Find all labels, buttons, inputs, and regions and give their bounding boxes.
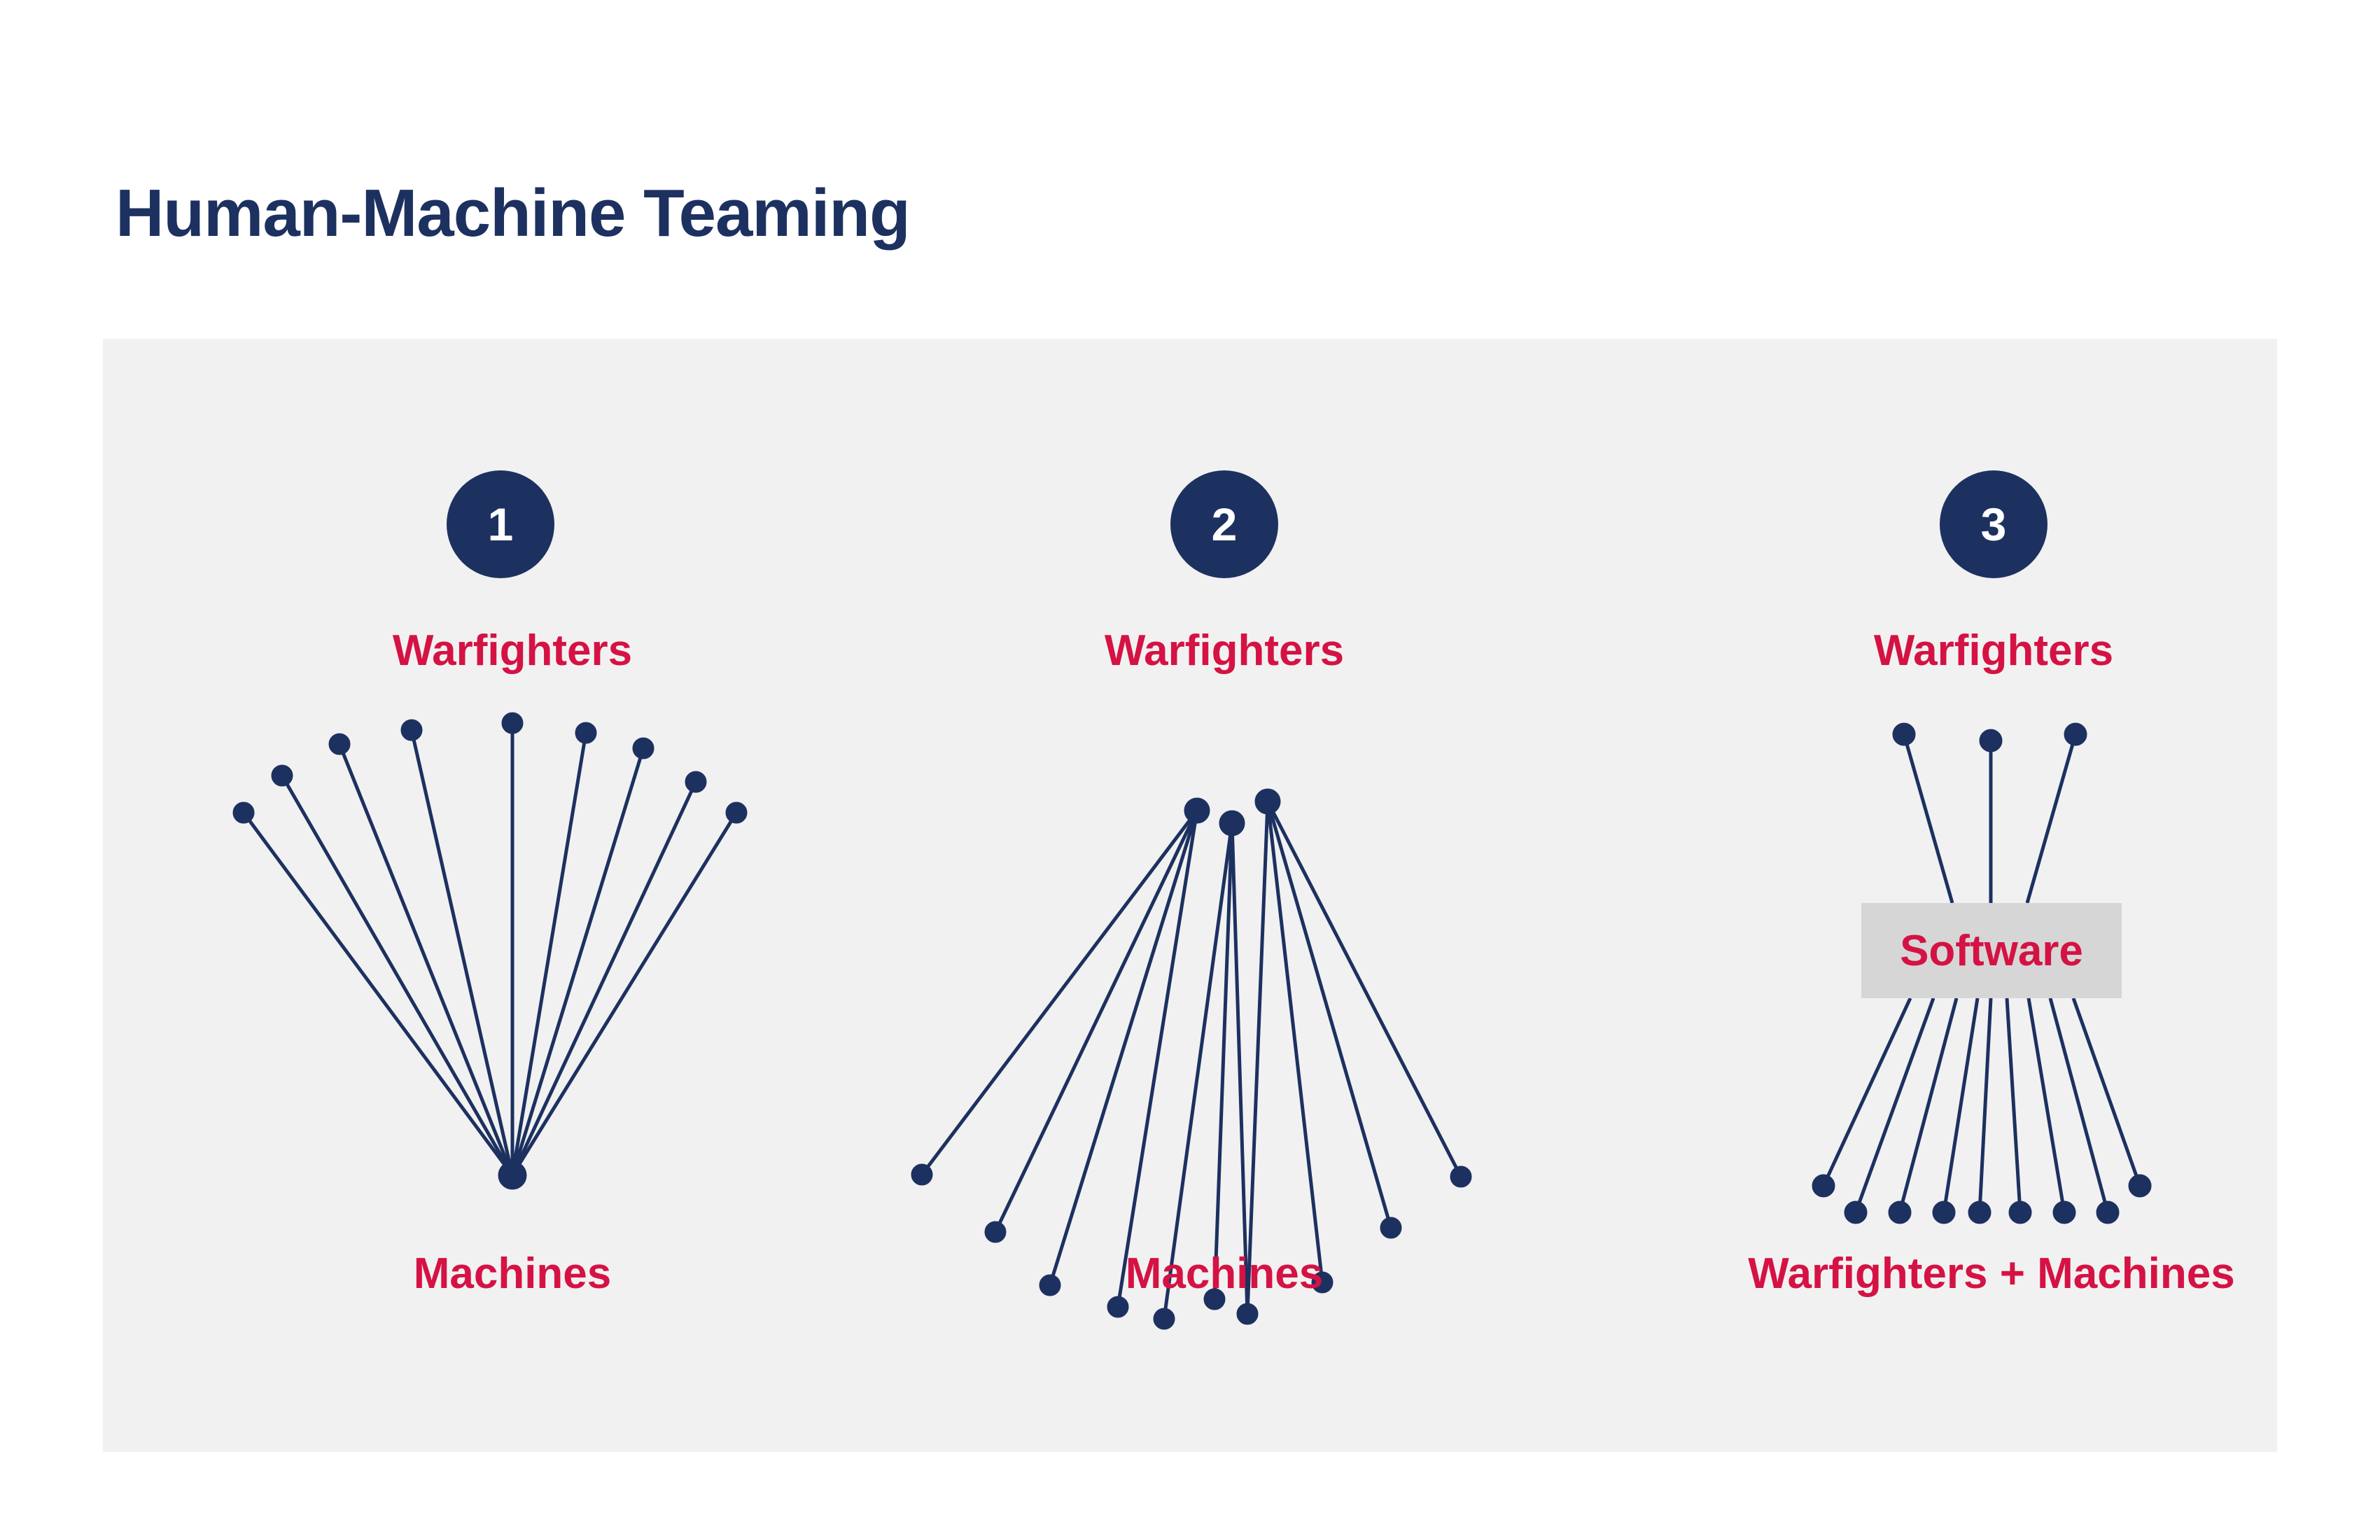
column-3-bottom-label: Warfighters + Machines [1748,1250,2235,1298]
column-3: 3 Warfighters Software Warfighters + M [1552,339,2277,1452]
column-2-top-label: Warfighters [1104,626,1345,675]
column-2-bottom-label: Machines [1125,1250,1324,1298]
column-1-top-label: Warfighters [392,626,633,675]
column-1-bottom-label: Machines [413,1250,612,1298]
page-title: Human-Machine Teaming [115,176,911,251]
step-badge-2[interactable]: 2 [1170,470,1278,578]
software-box[interactable]: Software [1861,903,2122,998]
column-3-top-label: Warfighters [1873,626,2114,675]
step-badge-1[interactable]: 1 [447,470,554,578]
diagram-panel: 1 Warfighters Machines 2 Warfighters [103,339,2277,1452]
step-badge-3[interactable]: 3 [1940,470,2047,578]
column-1: 1 Warfighters Machines [103,339,827,1452]
column-2: 2 Warfighters M [827,339,1552,1452]
